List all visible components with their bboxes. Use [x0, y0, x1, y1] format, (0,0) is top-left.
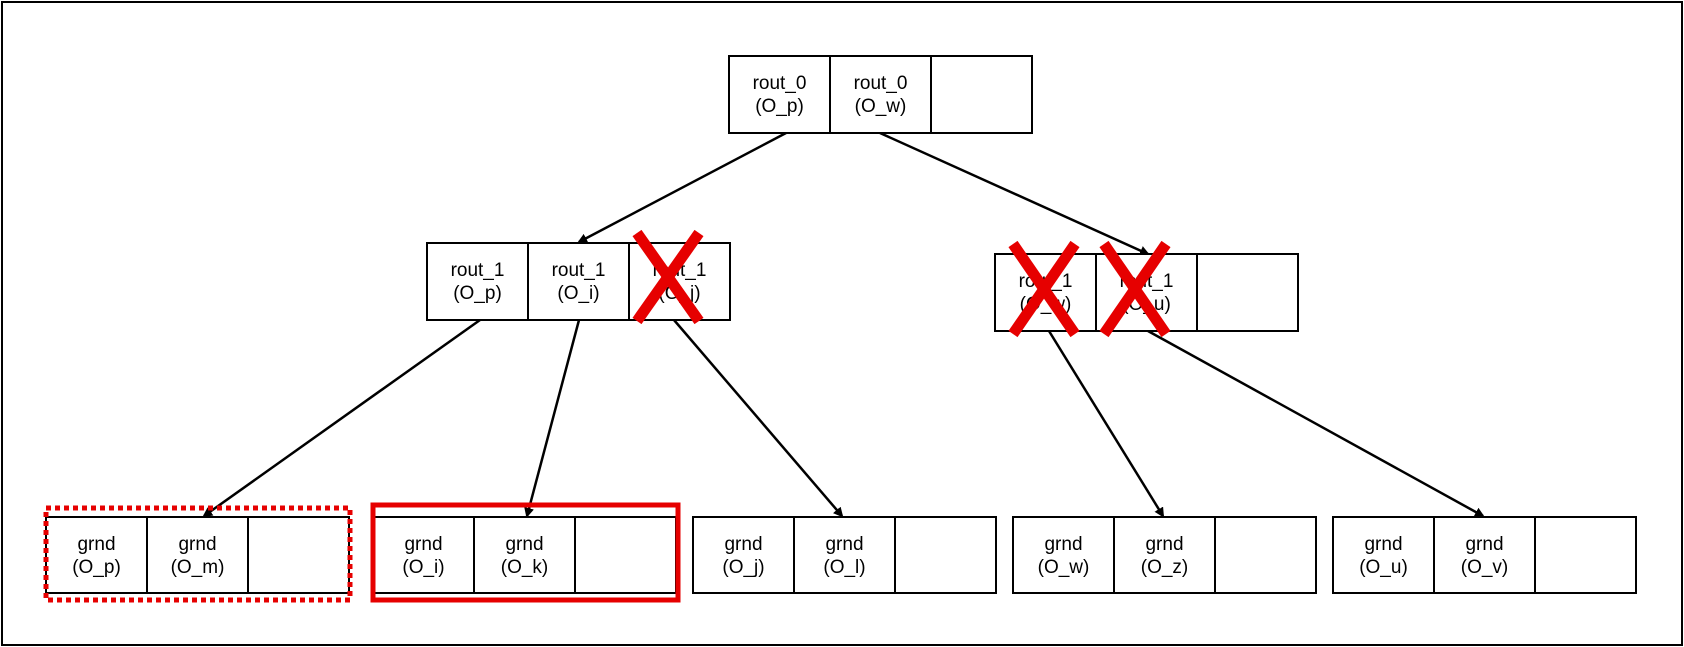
cell-label: (O_z) [1141, 557, 1189, 578]
cell-label: grnd [1044, 534, 1082, 555]
edge-mid-right-to-leaf-5 [1147, 329, 1485, 518]
cross-mark-icon [632, 229, 704, 325]
cell-label: rout_0 [854, 73, 908, 94]
cell-label: grnd [1145, 534, 1183, 555]
cell-label: (O_p) [755, 96, 804, 117]
cell-label: grnd [1364, 534, 1402, 555]
cell-label: rout_1 [552, 260, 606, 281]
node-cell-empty [574, 516, 677, 594]
node-mid-left: rout_1 (O_p) rout_1 (O_i) rout_1 (O_j) [426, 229, 731, 325]
leaf-node-1: grnd (O_p) grnd (O_m) [43, 505, 353, 603]
node-cell [728, 55, 831, 134]
node-cell [1113, 516, 1216, 594]
cell-label: (O_i) [557, 283, 599, 304]
edge-root-to-mid-right [879, 131, 1150, 256]
cell-label: (O_p) [72, 557, 121, 578]
node-cell [372, 516, 475, 594]
node-cell [473, 516, 576, 594]
cell-label: grnd [178, 534, 216, 555]
node-cell [1012, 516, 1115, 594]
node-cell [146, 516, 249, 594]
node-cell [1433, 516, 1536, 594]
cell-label: (O_k) [501, 557, 549, 578]
edge-mid-left-to-leaf-2 [524, 319, 581, 518]
node-cell [426, 242, 529, 321]
cell-label: (O_u) [1359, 557, 1408, 578]
edge-mid-right-to-leaf-4 [1047, 330, 1165, 518]
cell-label: rout_0 [753, 73, 807, 94]
leaf-node-3: grnd (O_j) grnd (O_l) [692, 516, 997, 594]
cell-label: rout_1 [451, 260, 505, 281]
cell-label: grnd [825, 534, 863, 555]
node-cell [692, 516, 795, 594]
node-mid-right: rout_1 (O_w) rout_1 (O_u) [994, 240, 1299, 338]
edge-root-to-mid-left [577, 131, 787, 244]
cell-label: grnd [77, 534, 115, 555]
node-cell-empty [247, 516, 350, 594]
solid-highlight-box [370, 502, 681, 603]
cell-label: (O_m) [171, 557, 225, 578]
node-cell-empty [894, 516, 997, 594]
node-cell [829, 55, 932, 134]
node-cell-empty [930, 55, 1033, 134]
node-root: rout_0 (O_p) rout_0 (O_w) [728, 55, 1033, 134]
cell-label: grnd [404, 534, 442, 555]
node-cell-empty [1534, 516, 1637, 594]
node-cell-empty [1214, 516, 1317, 594]
node-cell [793, 516, 896, 594]
cell-label: (O_v) [1461, 557, 1509, 578]
node-cell-empty [1196, 253, 1299, 332]
leaf-node-4: grnd (O_w) grnd (O_z) [1012, 516, 1317, 594]
cell-label: (O_w) [1038, 557, 1090, 578]
cell-label: (O_i) [402, 557, 444, 578]
node-cell [45, 516, 148, 594]
edge-mid-left-to-leaf-3 [673, 319, 844, 518]
cell-label: grnd [724, 534, 762, 555]
cross-mark-icon [1099, 240, 1171, 338]
cell-label: grnd [1465, 534, 1503, 555]
edges [202, 131, 1485, 518]
cell-label: grnd [505, 534, 543, 555]
cell-label: (O_w) [855, 96, 907, 117]
node-cell [1332, 516, 1435, 594]
edge-mid-left-to-leaf-1 [202, 318, 481, 518]
cell-label: (O_p) [453, 283, 502, 304]
leaf-node-2: grnd (O_i) grnd (O_k) [370, 502, 681, 603]
cell-label: (O_l) [823, 557, 865, 578]
cross-mark-icon [1008, 240, 1080, 338]
leaf-node-5: grnd (O_u) grnd (O_v) [1332, 516, 1637, 594]
node-cell [527, 242, 630, 321]
cell-label: (O_j) [722, 557, 764, 578]
